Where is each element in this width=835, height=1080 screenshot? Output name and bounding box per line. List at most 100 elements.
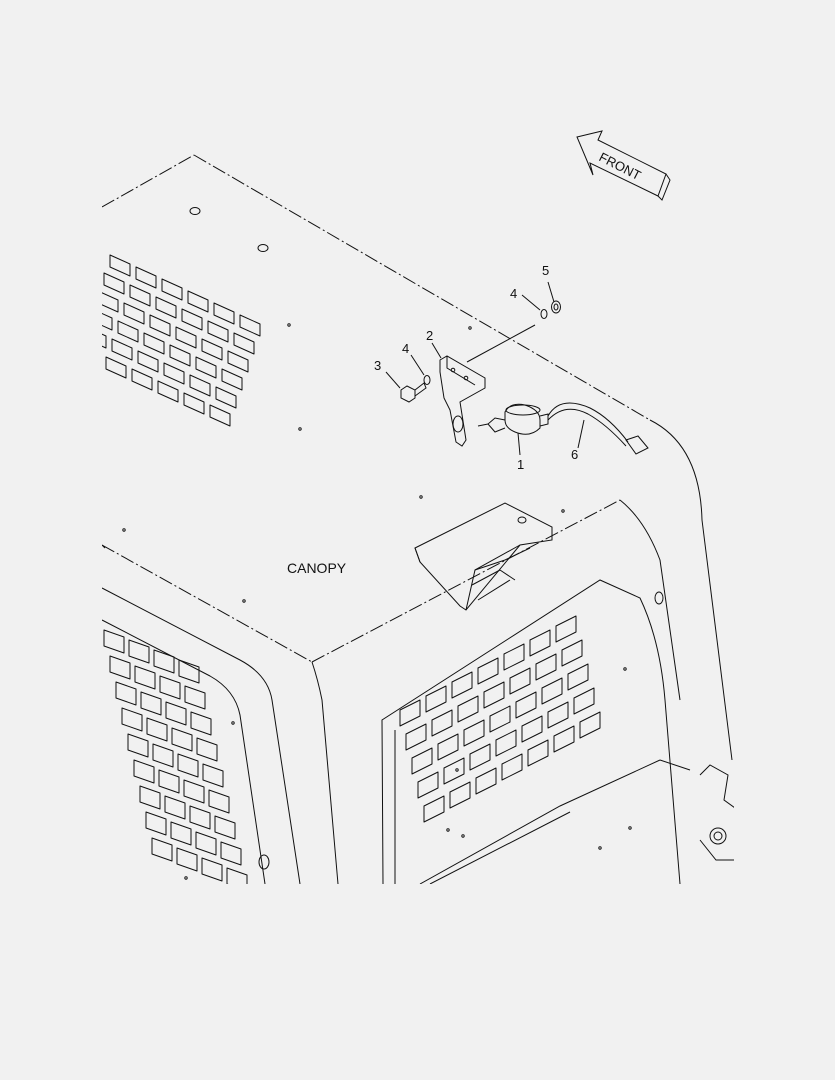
grille-hole (411, 747, 433, 775)
grille-hole (102, 312, 113, 331)
grille-hole (541, 677, 563, 705)
switch-part-1 (477, 403, 549, 435)
grille-hole (121, 707, 143, 732)
grille-hole (226, 867, 248, 884)
canopy-left-side-panel (102, 544, 339, 884)
grille-hole (134, 665, 156, 690)
grille-hole (195, 831, 217, 856)
grille-hole (159, 675, 181, 700)
grille-hole (127, 733, 149, 758)
grille-hole (449, 781, 471, 809)
grille-hole (177, 753, 199, 778)
grille-hole (463, 719, 485, 747)
washer-part-4a (423, 375, 431, 385)
washer-part-4b (540, 309, 548, 319)
grille-hole (529, 629, 551, 657)
mounting-holes (122, 207, 664, 880)
grille-hole (509, 667, 531, 695)
callout-2: 2 (426, 328, 433, 343)
grille-hole (123, 302, 145, 325)
grille-hole (152, 743, 174, 768)
grille-hole (515, 691, 537, 719)
grille-hole (161, 278, 183, 301)
grille-hole (189, 805, 211, 830)
grille-hole (196, 737, 218, 762)
grille-hole (451, 671, 473, 699)
canopy-label: CANOPY (287, 560, 347, 576)
bracket-part-2 (439, 355, 486, 447)
grille-hole (521, 715, 543, 743)
grille-hole (221, 368, 243, 391)
grille-hole (164, 795, 186, 820)
grille-hole (553, 725, 575, 753)
callout-leaders (385, 281, 585, 456)
callout-5: 5 (542, 263, 549, 278)
front-direction-arrow (576, 130, 671, 201)
grille-hole (163, 362, 185, 385)
grille-hole (184, 685, 206, 710)
grille-hole (483, 681, 505, 709)
canopy-roof-outline (102, 154, 651, 663)
callout-6: 6 (571, 447, 578, 462)
roof-grille (102, 254, 261, 427)
grille-hole (178, 659, 200, 684)
grille-hole (457, 695, 479, 723)
grille-hole (561, 639, 583, 667)
grille-hole (183, 779, 205, 804)
grille-hole (175, 326, 197, 349)
grille-hole (181, 308, 203, 331)
grille-hole (165, 701, 187, 726)
grille-hole (145, 811, 167, 836)
grille-hole (111, 338, 133, 361)
grille-hole (129, 284, 151, 307)
grille-hole (102, 333, 107, 349)
callout-4b: 4 (510, 286, 517, 301)
grille-hole (417, 771, 439, 799)
wire-harness-part-6 (547, 402, 649, 455)
grille-hole (146, 717, 168, 742)
grille-hole (495, 729, 517, 757)
grille-hole (189, 374, 211, 397)
rear-grille (399, 615, 601, 823)
grille-hole (535, 653, 557, 681)
grille-hole (103, 272, 125, 295)
grille-hole (109, 655, 131, 680)
canopy-right-corner (649, 419, 733, 761)
grille-hole (477, 657, 499, 685)
canopy-rear-panel (381, 579, 734, 884)
grille-hole (547, 701, 569, 729)
grille-hole (469, 743, 491, 771)
grille-hole (153, 649, 175, 674)
grille-hole (233, 332, 255, 355)
grille-hole (195, 356, 217, 379)
grille-hole (140, 691, 162, 716)
grille-hole (157, 380, 179, 403)
grille-hole (214, 815, 236, 840)
grille-hole (149, 314, 171, 337)
grille-hole (133, 759, 155, 784)
callout-3: 3 (374, 358, 381, 373)
grille-hole (151, 837, 173, 862)
grille-hole (475, 767, 497, 795)
grille-hole (423, 795, 445, 823)
grille-hole (437, 733, 459, 761)
grille-hole (202, 763, 224, 788)
grille-hole (501, 753, 523, 781)
grille-hole (201, 857, 223, 882)
grille-hole (579, 711, 601, 739)
grille-hole (170, 821, 192, 846)
roof-light-housing (414, 502, 553, 611)
grille-hole (176, 847, 198, 872)
grille-hole (207, 320, 229, 343)
grille-hole (239, 314, 261, 337)
grille-hole (139, 785, 161, 810)
grille-hole (102, 292, 119, 313)
grille-hole (158, 769, 180, 794)
grille-hole (555, 615, 577, 643)
grille-hole (220, 841, 242, 866)
grille-hole (183, 392, 205, 415)
grille-hole (425, 685, 447, 713)
grille-hole (489, 705, 511, 733)
grille-hole (169, 344, 191, 367)
